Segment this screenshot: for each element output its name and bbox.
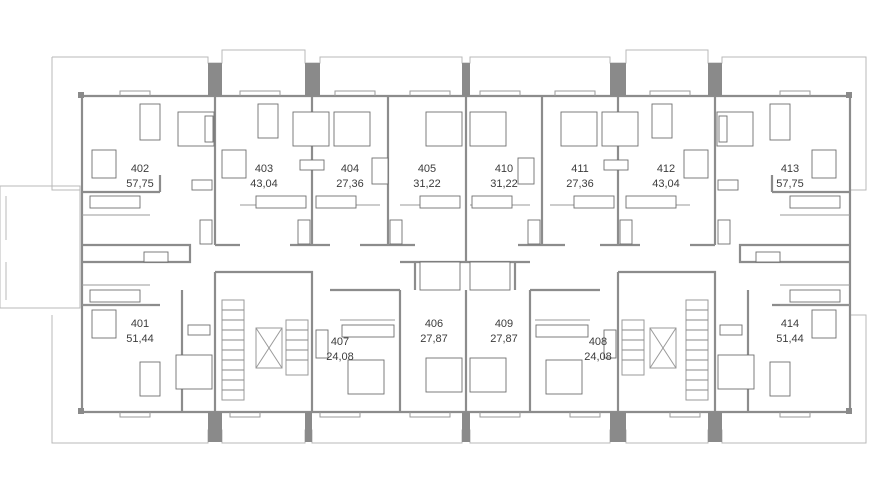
unit-area: 51,44: [126, 333, 154, 345]
windows: [119, 90, 811, 418]
unit-number: 409: [495, 318, 513, 330]
unit-area: 24,08: [584, 351, 612, 363]
sofas: [139, 103, 791, 397]
unit-412: 412 43,04: [652, 163, 680, 190]
unit-area: 27,36: [566, 178, 594, 190]
unit-number: 407: [331, 336, 349, 348]
unit-413: 413 57,75: [776, 163, 804, 190]
unit-403: 403 43,04: [250, 163, 278, 190]
unit-area: 27,36: [336, 178, 364, 190]
exterior-walls: [78, 63, 852, 442]
unit-405: 405 31,22: [413, 163, 441, 190]
unit-number: 405: [418, 163, 436, 175]
unit-number: 410: [495, 163, 513, 175]
elevator-left: [255, 327, 283, 369]
stairwell-right: [621, 299, 709, 401]
beds: [175, 111, 755, 395]
unit-area: 57,75: [776, 178, 804, 190]
unit-414: 414 51,44: [776, 318, 804, 345]
unit-number: 413: [781, 163, 799, 175]
unit-area: 43,04: [250, 178, 278, 190]
unit-number: 406: [425, 318, 443, 330]
unit-407: 407 24,08: [326, 336, 354, 363]
unit-number: 414: [781, 318, 799, 330]
fixtures: [89, 159, 841, 338]
unit-labels: 402 57,75 403 43,04 404 27,36 405 31,22 …: [126, 163, 804, 363]
unit-411: 411 27,36: [566, 163, 594, 190]
dining-tables: [91, 149, 837, 359]
unit-area: 51,44: [776, 333, 804, 345]
unit-area: 31,22: [413, 178, 441, 190]
unit-area: 24,08: [326, 351, 354, 363]
unit-401: 401 51,44: [126, 318, 154, 345]
unit-number: 411: [571, 163, 589, 175]
unit-number: 402: [131, 163, 149, 175]
unit-area: 27,87: [490, 333, 518, 345]
unit-number: 412: [657, 163, 675, 175]
unit-number: 404: [341, 163, 359, 175]
unit-number: 401: [131, 318, 149, 330]
unit-404: 404 27,36: [336, 163, 364, 190]
unit-area: 43,04: [652, 178, 680, 190]
unit-406: 406 27,87: [420, 318, 448, 345]
unit-410: 410 31,22: [490, 163, 518, 190]
unit-area: 27,87: [420, 333, 448, 345]
unit-409: 409 27,87: [490, 318, 518, 345]
unit-402: 402 57,75: [126, 163, 154, 190]
elevator-right: [649, 327, 677, 369]
unit-number: 403: [255, 163, 273, 175]
stairwell-left: [221, 299, 309, 401]
unit-area: 31,22: [490, 178, 518, 190]
unit-408: 408 24,08: [584, 336, 612, 363]
unit-area: 57,75: [126, 178, 154, 190]
unit-number: 408: [589, 336, 607, 348]
